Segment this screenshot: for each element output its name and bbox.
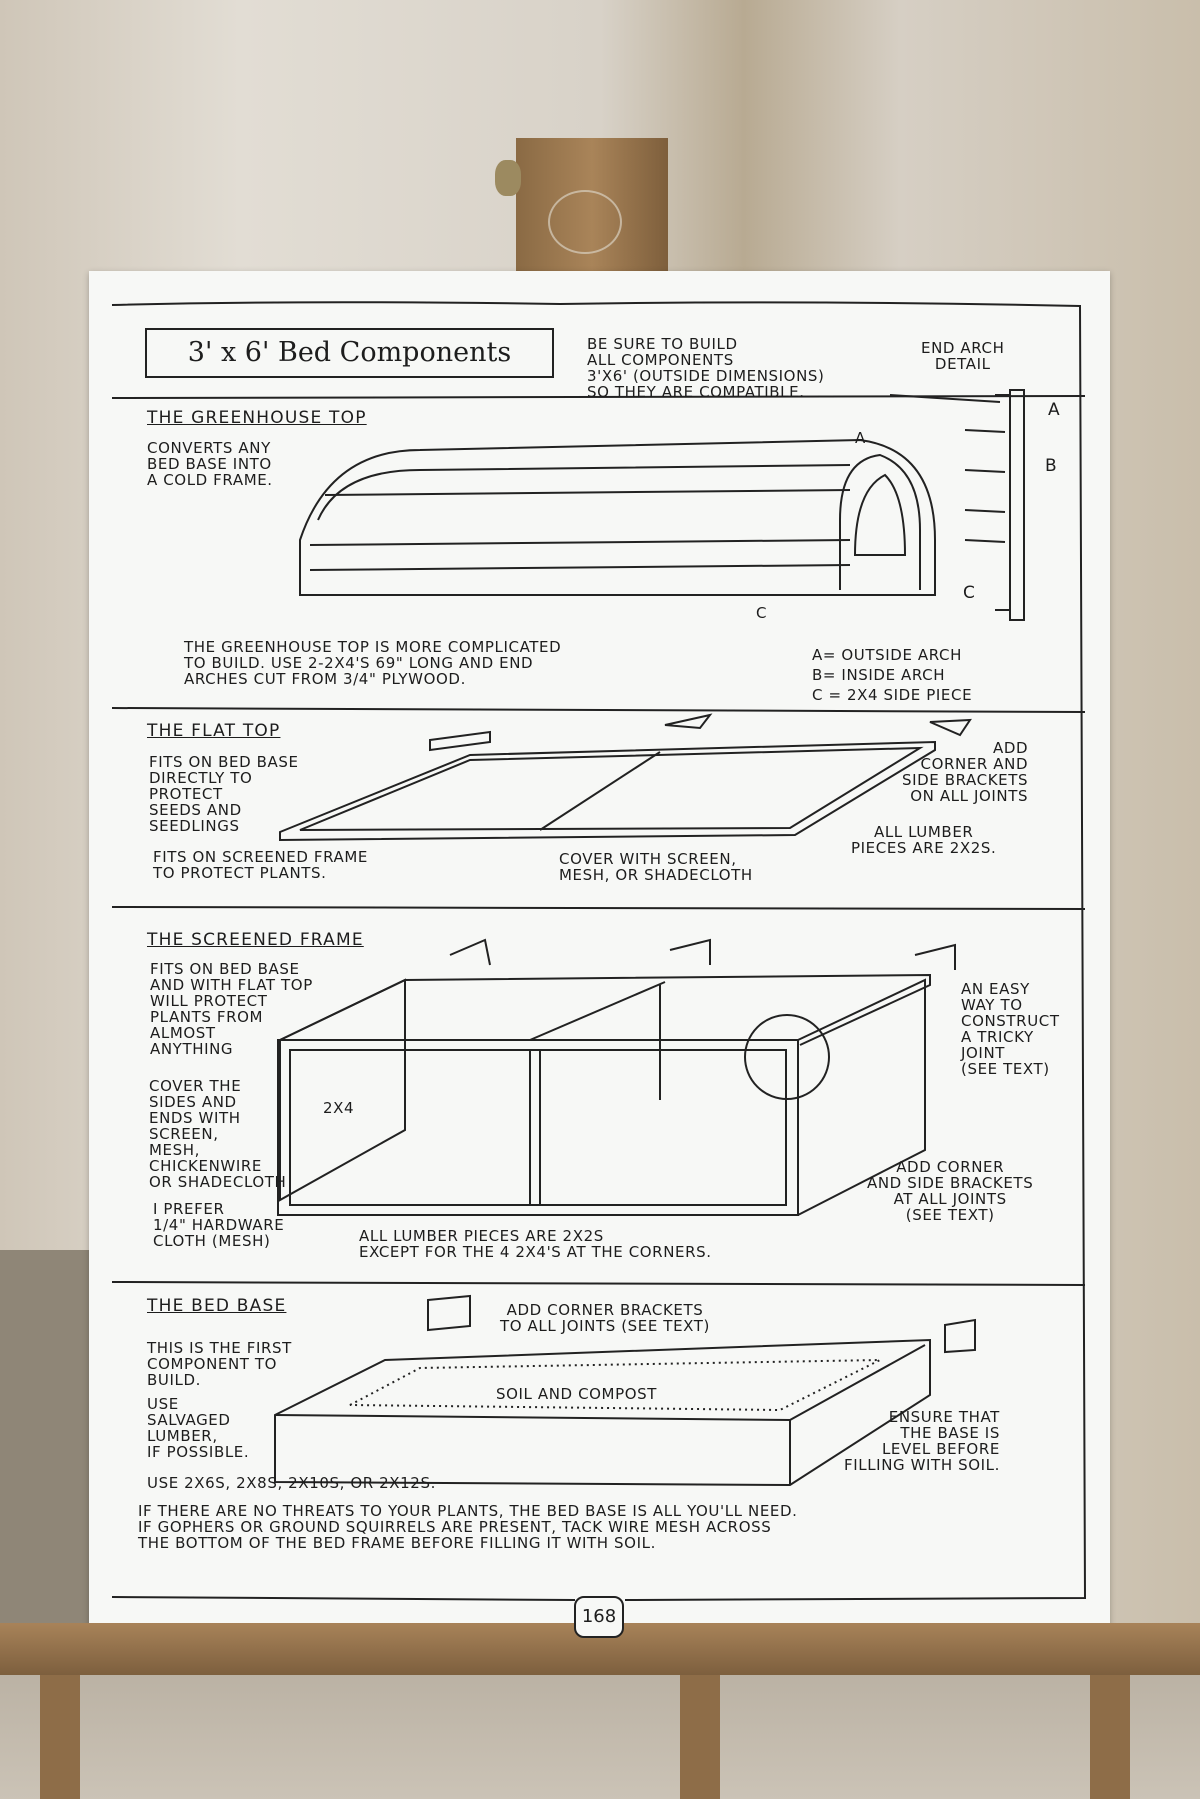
easel-leg-center — [680, 1675, 720, 1799]
arch-label-b: B — [1045, 456, 1058, 476]
bed-base-level-note: ENSURE THAT THE BASE IS LEVEL BEFORE FIL… — [844, 1408, 1000, 1474]
flat-top-side-note: FITS ON BED BASE DIRECTLY TO PROTECT SEE… — [149, 753, 299, 835]
flat-top-bracket-note: ADD CORNER AND SIDE BRACKETS ON ALL JOIN… — [902, 739, 1029, 805]
flat-top-heading: THE FLAT TOP — [147, 721, 281, 741]
screened-frame-cover-note: COVER THE SIDES AND ENDS WITH SCREEN, ME… — [149, 1077, 287, 1191]
wood-stamp — [548, 190, 622, 254]
page-number: 168 — [574, 1596, 624, 1638]
background-floor — [0, 1660, 1200, 1799]
greenhouse-description: THE GREENHOUSE TOP IS MORE COMPLICATED T… — [184, 638, 562, 688]
flat-top-lumber-note: ALL LUMBER PIECES ARE 2x2s. — [851, 823, 997, 857]
greenhouse-side-note: CONVERTS ANY BED BASE INTO A COLD FRAME. — [147, 439, 273, 489]
bed-base-footnote: IF THERE ARE NO THREATS TO YOUR PLANTS, … — [138, 1502, 798, 1552]
bed-base-salvage-note: USE SALVAGED LUMBER, IF POSSIBLE. — [147, 1395, 250, 1461]
page-title: 3' x 6' Bed Components — [145, 328, 554, 378]
screened-frame-heading: THE SCREENED FRAME — [147, 930, 364, 950]
soil-label: SOIL AND COMPOST — [496, 1385, 658, 1403]
bed-base-first-note: THIS IS THE FIRST COMPONENT TO BUILD. — [147, 1339, 292, 1389]
easel-leg-left — [40, 1675, 80, 1799]
bed-base-bracket-note: ADD CORNER BRACKETS TO ALL JOINTS (SEE T… — [500, 1301, 710, 1335]
compatibility-note: BE SURE TO BUILD ALL COMPONENTS 3'x6' (O… — [587, 335, 825, 401]
flat-top-screened-note: FITS ON SCREENED FRAME TO PROTECT PLANTS… — [153, 848, 369, 882]
end-arch-heading: END ARCH DETAIL — [921, 339, 1005, 373]
wing-nut — [495, 160, 521, 196]
arch-label-c: C — [963, 583, 976, 603]
easel-leg-right — [1090, 1675, 1130, 1799]
screened-frame-bracket-note: ADD CORNER AND SIDE BRACKETS AT ALL JOIN… — [867, 1158, 1034, 1224]
post-size-label: 2x4 — [323, 1099, 355, 1117]
bed-base-lumber-sizes: USE 2x6s, 2x8s, 2x10s, OR 2x12s. — [147, 1474, 436, 1492]
greenhouse-label-c: C — [756, 604, 768, 622]
greenhouse-label-a: A — [855, 429, 866, 447]
flat-top-cover-note: COVER WITH SCREEN, MESH, OR SHADECLOTH — [559, 850, 753, 884]
screened-frame-joint-note: AN EASY WAY TO CONSTRUCT A TRICKY JOINT … — [961, 980, 1060, 1078]
greenhouse-legend: A= OUTSIDE ARCH B= INSIDE ARCH C = 2x4 S… — [812, 646, 973, 704]
screened-frame-lumber-note: ALL LUMBER PIECES ARE 2x2s EXCEPT FOR TH… — [359, 1227, 712, 1261]
arch-label-a: A — [1048, 400, 1061, 420]
greenhouse-heading: THE GREENHOUSE TOP — [147, 408, 367, 428]
screened-frame-prefer-note: I PREFER 1/4" HARDWARE CLOTH (MESH) — [153, 1200, 285, 1250]
bed-base-heading: THE BED BASE — [147, 1296, 287, 1316]
screened-frame-side-note: FITS ON BED BASE AND WITH FLAT TOP WILL … — [150, 960, 313, 1058]
